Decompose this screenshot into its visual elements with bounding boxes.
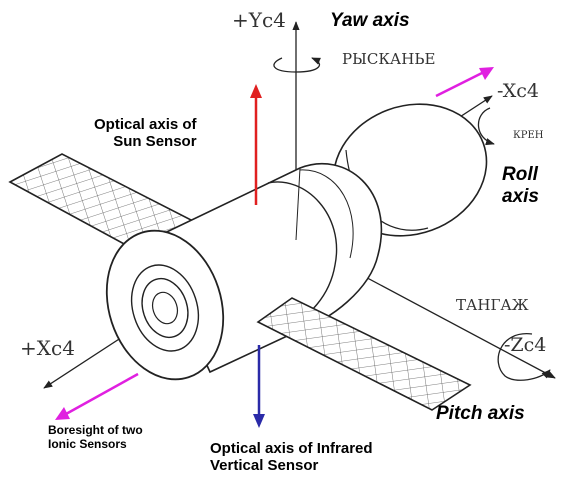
infrared-sensor-label: Optical axis of Infrared Vertical Sensor (210, 440, 373, 475)
roll-axis-symbol: -Xc4 (497, 80, 539, 102)
ionic-sensor-label-line2: Ionic Sensors (48, 436, 127, 451)
ionic-sensor-label: Boresight of two Ionic Sensors (48, 423, 143, 452)
pitch-axis-symbol: -Zc4 (504, 334, 547, 356)
yaw-axis-label: Yaw axis (330, 10, 410, 31)
roll-direction-arrowhead (479, 67, 494, 80)
sun-sensor-label-line2: Sun Sensor (113, 133, 197, 151)
yaw-axis-symbol: +Yc4 (232, 8, 286, 32)
infrared-sensor-label-line2: Vertical Sensor (210, 457, 319, 475)
yaw-rotation-arrow (273, 57, 321, 73)
infrared-sensor-label-line1: Optical axis of Infrared (210, 440, 373, 457)
sun-sensor-arrowhead (250, 84, 262, 98)
ionic-sensor-arrow (65, 372, 139, 416)
roll-russian-label: КРЕН (513, 130, 544, 141)
pitch-russian-label: ТАНГАЖ (456, 296, 529, 314)
roll-rotation-arrow (477, 107, 495, 146)
pitch-rotation-arrow (497, 333, 551, 381)
aft-end-rings (105, 229, 225, 381)
ionic-sensor-arrowhead (55, 407, 70, 420)
infrared-sensor-arrowhead (253, 414, 265, 428)
plus-x-axis-symbol: +Xc4 (20, 336, 75, 360)
yaw-russian-label: РЫСКАНЬЕ (342, 50, 436, 68)
sun-sensor-label-line1: Optical axis of (94, 116, 197, 133)
sun-sensor-label: Optical axis of Sun Sensor (94, 116, 197, 151)
roll-axis-label: Roll axis (502, 164, 539, 207)
roll-direction-arrow (435, 70, 485, 98)
pitch-axis-label: Pitch axis (436, 403, 525, 424)
ionic-sensor-label-line1: Boresight of two (48, 423, 143, 437)
right-solar-panel (256, 297, 472, 411)
